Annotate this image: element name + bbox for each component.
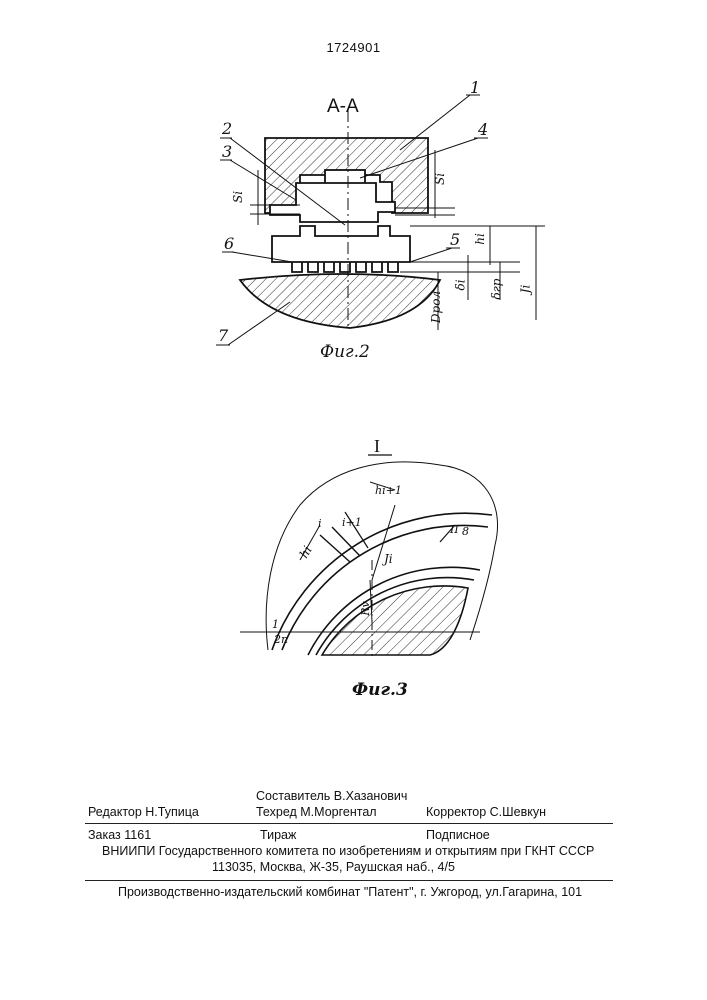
- label-i: i: [318, 517, 322, 530]
- figure-3-caption: Фиг.3: [352, 680, 408, 700]
- footer-rule-bottom: [85, 880, 613, 881]
- label-2n: 2п: [274, 633, 288, 646]
- footer-org-line: ВНИИПИ Государственного комитета по изоб…: [102, 844, 594, 858]
- footer-techred: Техред М.Моргентал: [256, 805, 377, 819]
- footer-publisher: Производственно-издательский комбинат "П…: [118, 885, 582, 899]
- footer-subscription: Подписное: [426, 828, 490, 842]
- label-ii: II: [450, 523, 459, 536]
- label-8: 8: [462, 525, 469, 538]
- footer-address: 113035, Москва, Ж-35, Раушская наб., 4/5: [212, 860, 455, 874]
- label-h-i-plus-1: hi+1: [375, 484, 402, 497]
- footer-editor: Редактор Н.Тупица: [88, 805, 199, 819]
- label-r-v: Rv: [359, 601, 372, 616]
- footer-order: Заказ 1161: [88, 828, 151, 842]
- label-1: 1: [272, 618, 279, 631]
- footer-compiler: Составитель В.Хазанович: [256, 789, 407, 803]
- footer-corrector: Корректор С.Шевкун: [426, 805, 546, 819]
- figure-3-drawing: [0, 0, 707, 720]
- rotor-section: [322, 586, 468, 655]
- label-i-plus-1: i+1: [342, 516, 362, 529]
- footer-rule-top: [85, 823, 613, 824]
- footer-circulation: Тираж: [260, 828, 296, 842]
- label-j-i: Ji: [384, 552, 393, 566]
- view-label-i: I: [374, 436, 380, 457]
